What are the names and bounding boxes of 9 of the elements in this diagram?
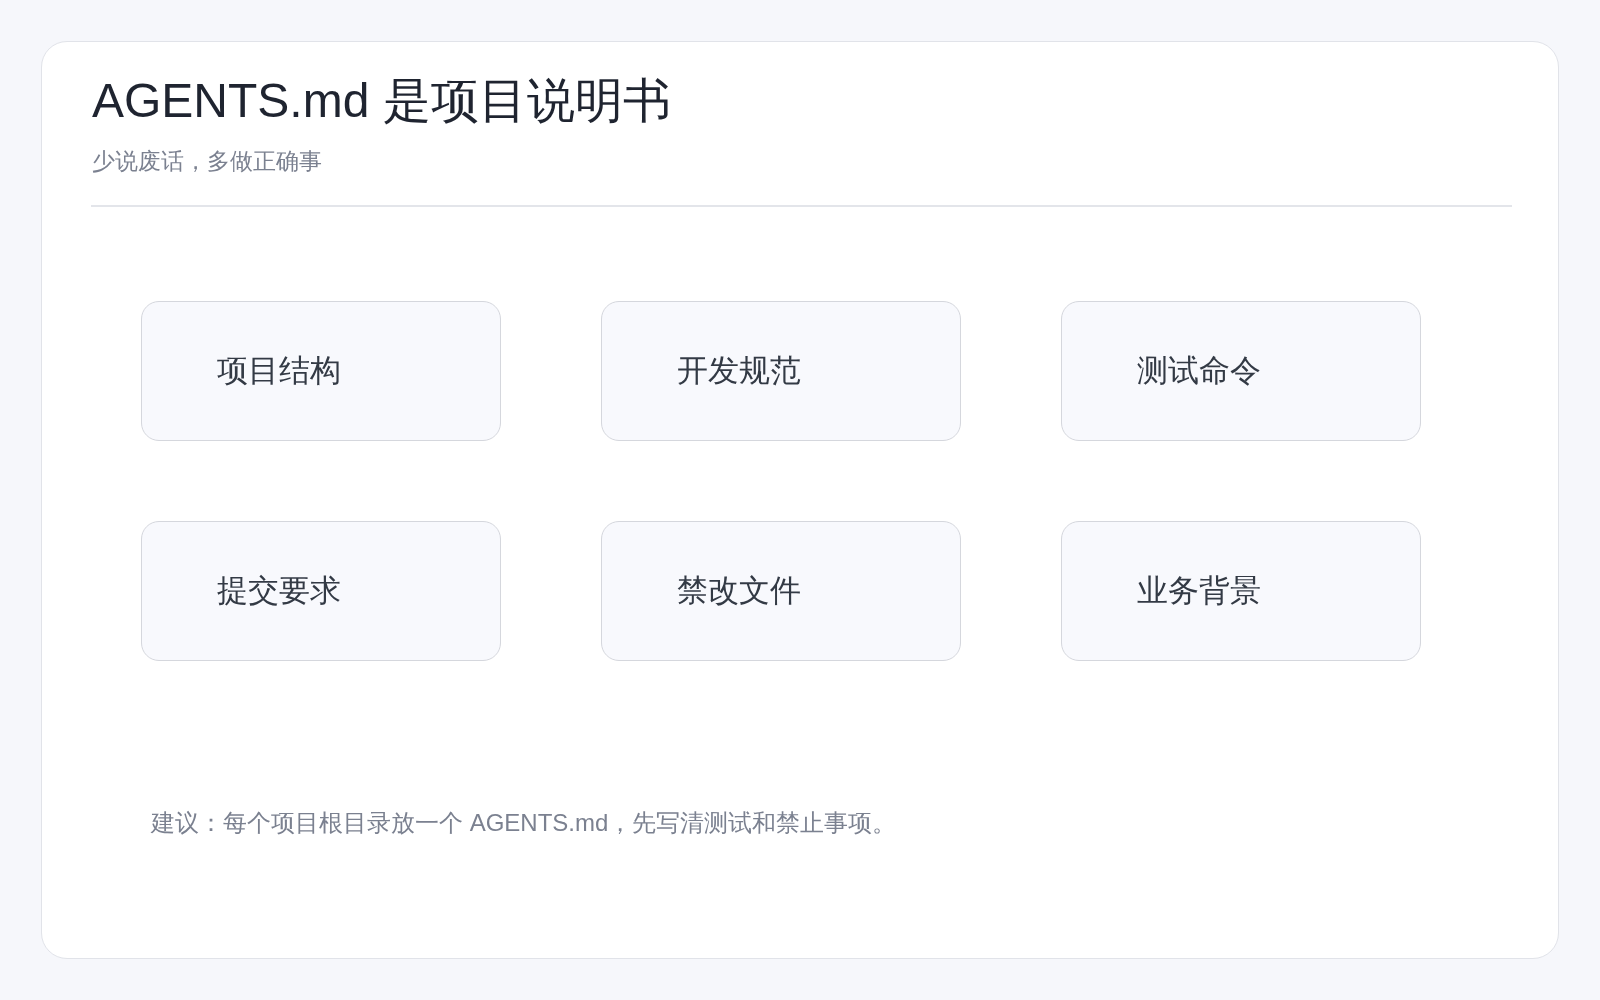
topic-box: 开发规范 bbox=[601, 301, 961, 441]
topic-box: 禁改文件 bbox=[601, 521, 961, 661]
topic-box: 提交要求 bbox=[141, 521, 501, 661]
note-text: 建议：每个项目根目录放一个 AGENTS.md，先写清测试和禁止事项。 bbox=[151, 808, 897, 838]
title: AGENTS.md 是项目说明书 bbox=[92, 73, 671, 129]
topic-box: 业务背景 bbox=[1061, 521, 1421, 661]
topic-box: 项目结构 bbox=[141, 301, 501, 441]
subtitle: 少说废话，多做正确事 bbox=[92, 147, 322, 176]
topic-box: 测试命令 bbox=[1061, 301, 1421, 441]
